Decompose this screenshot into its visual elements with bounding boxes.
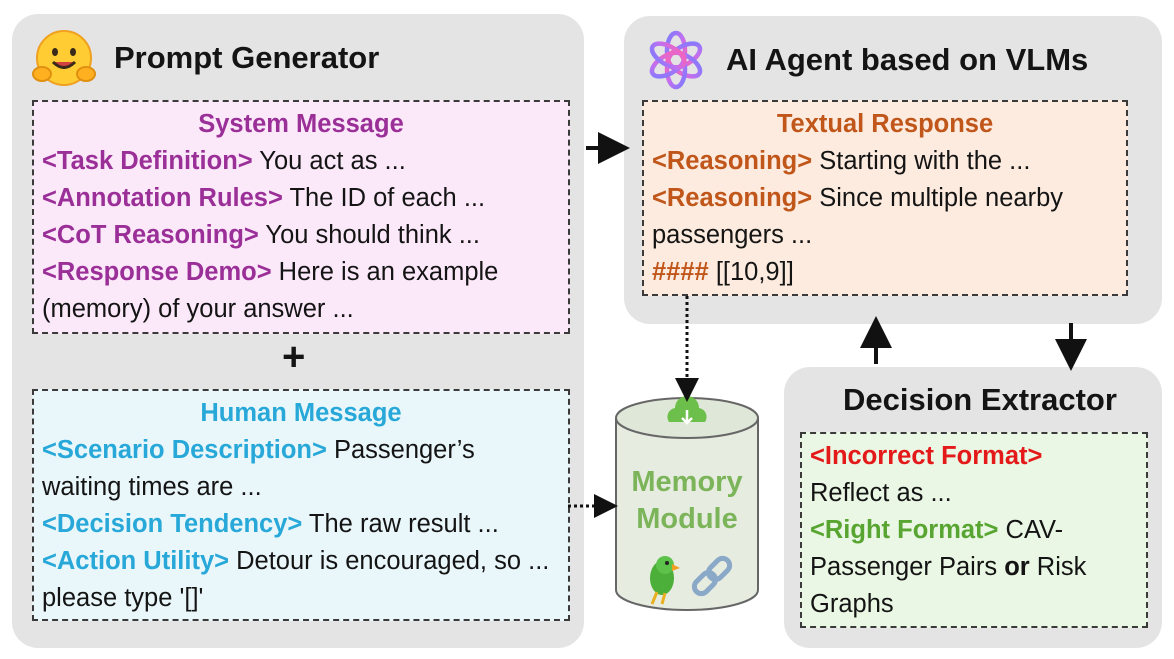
system-line-demo: <Response Demo> Here is an example (memo…	[42, 258, 499, 323]
human-message-box: Human Message <Scenario Description> Pas…	[32, 389, 570, 621]
ai-agent-title: AI Agent based on VLMs	[726, 42, 1089, 77]
system-message-heading: System Message	[198, 110, 404, 138]
parrot-icon	[650, 556, 680, 605]
incorrect-format-tag: <Incorrect Format>	[810, 442, 1043, 470]
system-line-task: <Task Definition> You act as ...	[42, 147, 406, 175]
memory-module-label: Memory Module	[631, 466, 743, 535]
human-line-utility: <Action Utility> Detour is encouraged, s…	[42, 547, 550, 612]
textual-response-heading: Textual Response	[776, 110, 994, 138]
human-line-scenario: <Scenario Description> Passenger’s waiti…	[42, 436, 475, 501]
decision-box: <Incorrect Format> Reflect as ... <Right…	[800, 432, 1148, 628]
system-message-box: System Message <Task Definition> You act…	[32, 100, 570, 334]
human-line-tendency: <Decision Tendency> The raw result ...	[42, 510, 499, 538]
response-line-2: <Reasoning> Since multiple nearby passen…	[652, 184, 1064, 249]
human-message-heading: Human Message	[200, 399, 402, 427]
system-line-cot: <CoT Reasoning> You should think ...	[42, 221, 480, 249]
incorrect-format-text: Reflect as ...	[810, 479, 952, 507]
system-line-annotation: <Annotation Rules> The ID of each ...	[42, 184, 486, 212]
right-format-text: <Right Format> CAV-Passenger Pairs or Ri…	[810, 516, 1087, 618]
plus-sign: +	[282, 335, 306, 379]
textual-response-box: Textual Response <Reasoning> Starting wi…	[642, 100, 1128, 296]
prompt-generator-title: Prompt Generator	[114, 40, 380, 75]
response-line-3: #### [[10,9]]	[652, 258, 794, 286]
decision-extractor-title: Decision Extractor	[843, 382, 1117, 417]
chain-link-icon	[691, 555, 733, 597]
download-cloud-icon	[667, 396, 707, 425]
response-line-1: <Reasoning> Starting with the ...	[652, 147, 1031, 175]
